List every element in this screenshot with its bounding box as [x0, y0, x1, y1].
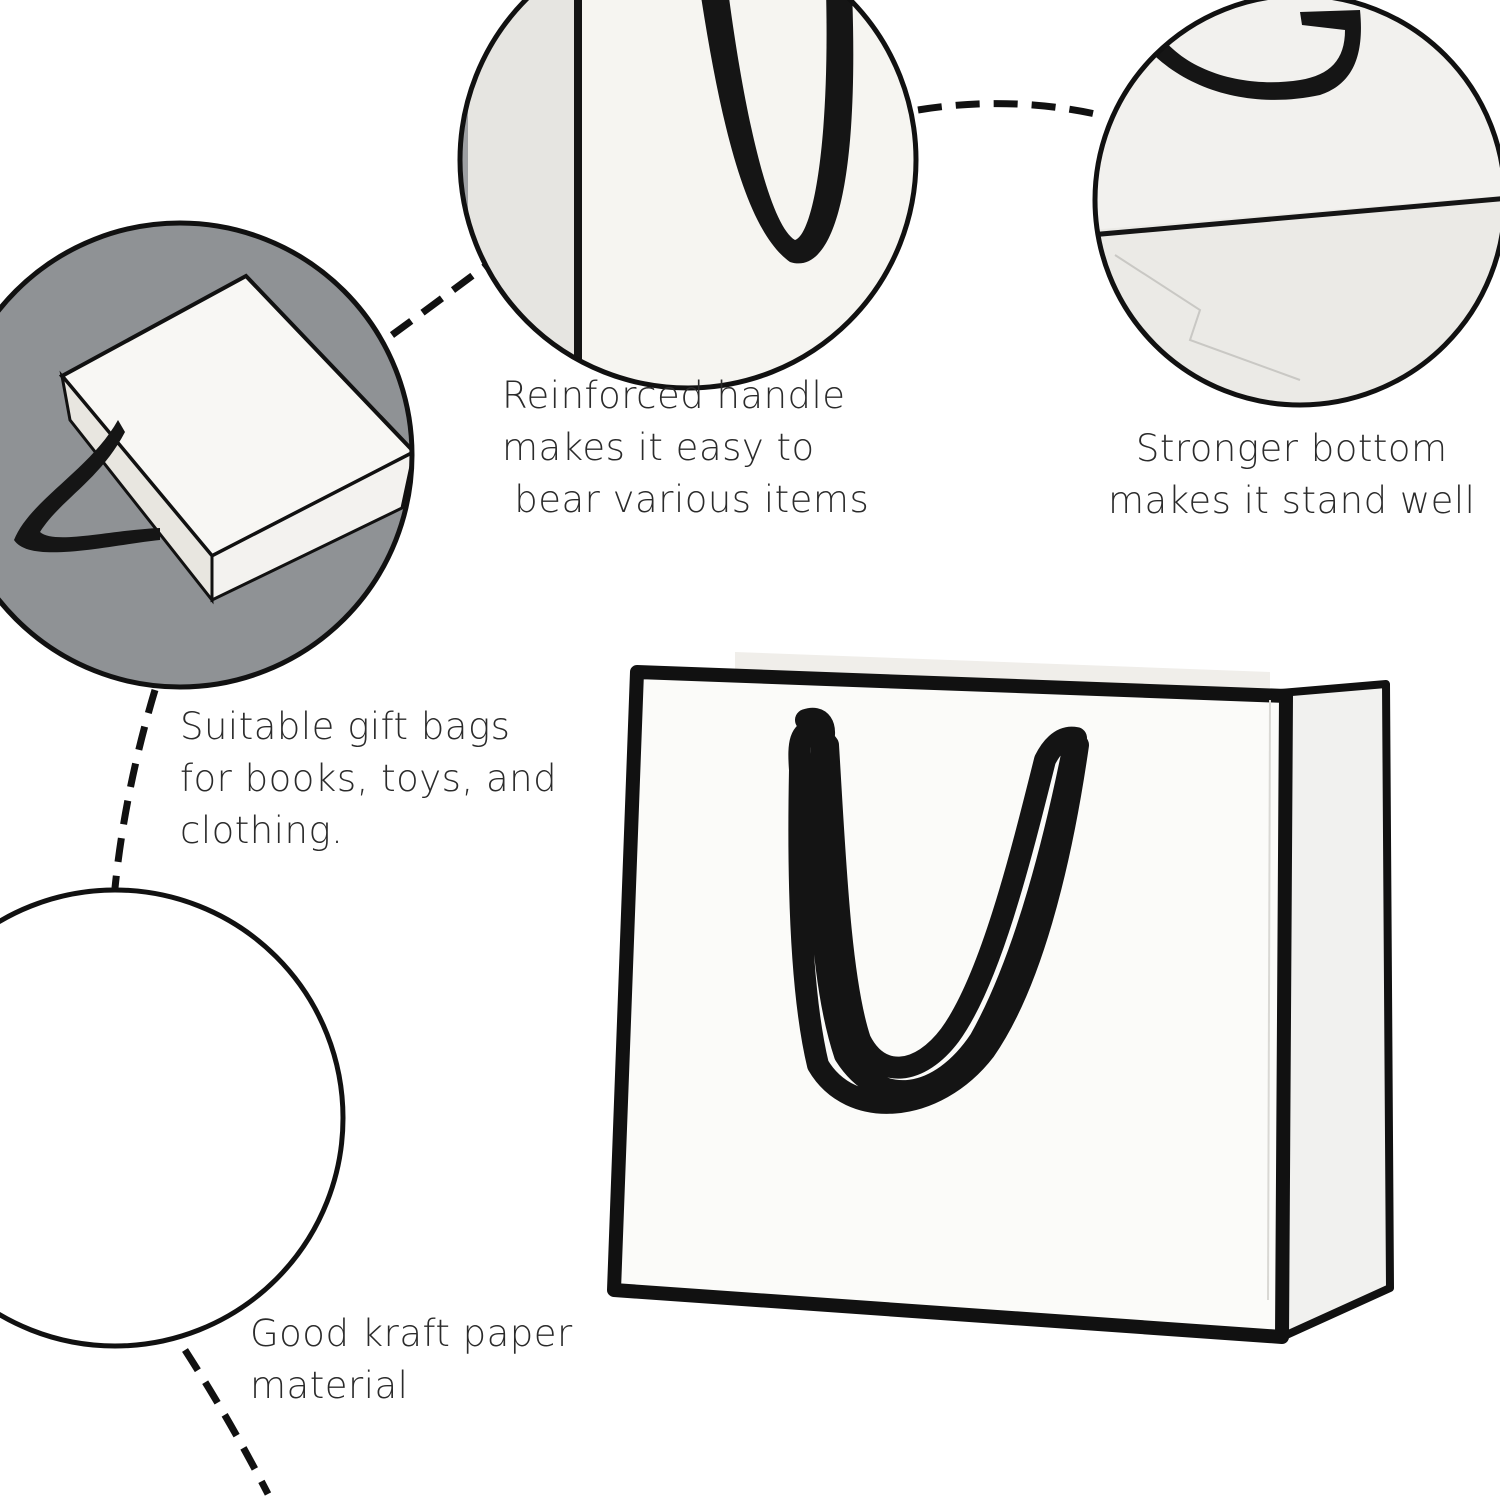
caption-line: Good kraft paper [250, 1312, 573, 1355]
bag-front-panel [607, 665, 1293, 1344]
caption-line: clothing. [180, 809, 344, 852]
caption-line: makes it stand well [1108, 479, 1476, 522]
connector-material-bottom [182, 1348, 272, 1496]
caption-line: Suitable gift bags [180, 705, 511, 748]
handle-ribbon [700, 0, 854, 264]
caption-line: for books, toys, and [180, 757, 558, 800]
caption-line: material [250, 1364, 409, 1407]
main-handle-ribbon [788, 707, 1089, 1114]
caption-kraft-paper: Good kraft paper material [250, 1308, 573, 1412]
bottom-closeup-circle [1092, 0, 1500, 408]
caption-suitable-gift-bags: Suitable gift bags for books, toys, and … [180, 701, 557, 857]
side-handle-ribbon [14, 420, 160, 553]
connector-side-handle [389, 252, 503, 338]
caption-stronger-bottom: Stronger bottom makes it stand well [1108, 423, 1475, 527]
caption-line: Reinforced handle [502, 374, 846, 417]
connector-side-material [111, 688, 159, 889]
main-gift-bag [607, 652, 1394, 1344]
material-closeup-circle [0, 887, 346, 1349]
caption-line: Stronger bottom [1135, 427, 1448, 470]
caption-reinforced-handle: Reinforced handle makes it easy to bear … [502, 370, 869, 526]
caption-line: bear various items [502, 478, 870, 521]
handle-closeup-circle [457, 0, 919, 391]
side-view-circle [0, 220, 415, 690]
bottom-handle-ribbon [1140, 10, 1361, 100]
caption-line: makes it easy to [502, 426, 815, 469]
connector-handle-bottom [917, 100, 1101, 119]
